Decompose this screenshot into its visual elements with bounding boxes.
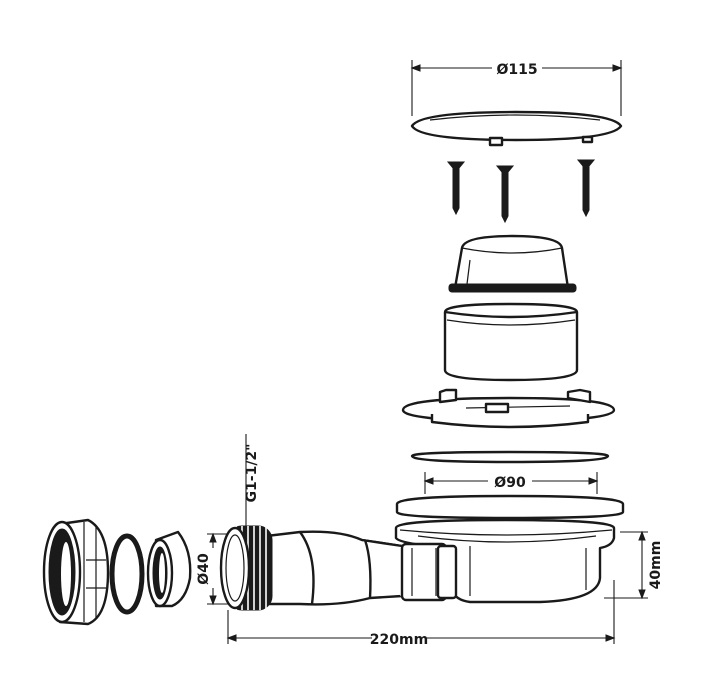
thread-dimension: G1-1/2" [244,434,260,526]
outlet-diameter-dimension: Ø40 [196,532,228,606]
outlet-pipe [248,530,458,606]
height-dimension: 40mm [604,530,664,600]
cover-diameter-label: Ø115 [496,62,537,78]
strainer-cup [448,234,577,293]
outlet-diameter-label: Ø40 [196,553,212,585]
screw-middle [495,165,515,224]
cover-plate [410,110,623,147]
body-diameter-label: Ø90 [494,475,526,491]
screw-right [576,159,596,218]
threaded-end [219,525,273,611]
compression-olive [146,530,192,608]
thread-label: G1-1/2" [244,444,260,503]
height-label: 40mm [648,541,664,590]
union-nut [42,518,110,626]
length-dimension: 220mm [226,580,616,648]
sealing-gasket [410,450,610,464]
screws [446,159,596,224]
length-label: 220mm [370,632,428,648]
top-ring [395,494,625,520]
cover-diameter-dimension: Ø115 [410,60,623,116]
body-diameter-dimension: Ø90 [423,472,599,494]
sealing-washer [109,533,145,615]
drain-cylinder [443,302,579,382]
mounting-flange [401,388,616,429]
screw-left [446,161,466,216]
